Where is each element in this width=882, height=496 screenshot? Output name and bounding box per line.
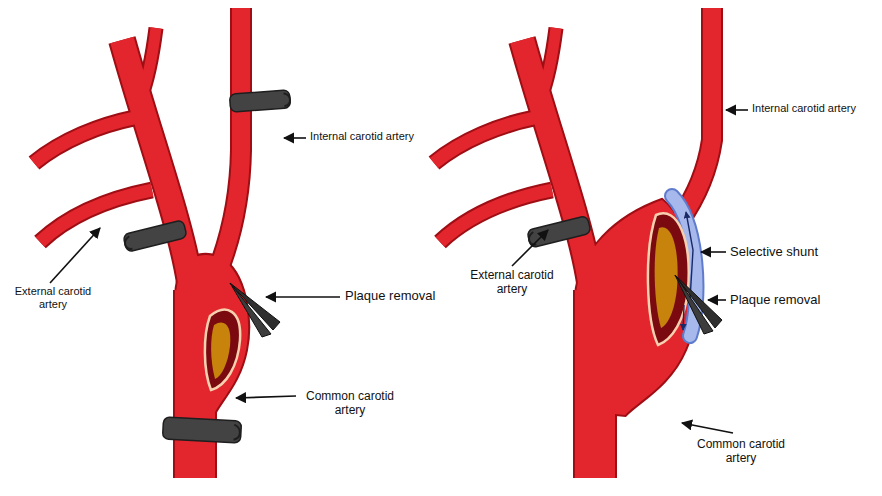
part-label: Plaque removal [345, 288, 475, 304]
part-label: External carotid artery [460, 268, 564, 297]
part-label: External carotid artery [8, 285, 98, 311]
right-artery [434, 8, 748, 478]
part-label: Plaque removal [730, 292, 870, 308]
part-label: Selective shunt [730, 244, 870, 260]
part-label: Common carotid artery [298, 389, 402, 418]
part-label: Internal carotid artery [310, 130, 450, 143]
part-label: Internal carotid artery [752, 102, 880, 115]
left-artery [34, 8, 340, 478]
part-label: Common carotid artery [686, 437, 796, 466]
